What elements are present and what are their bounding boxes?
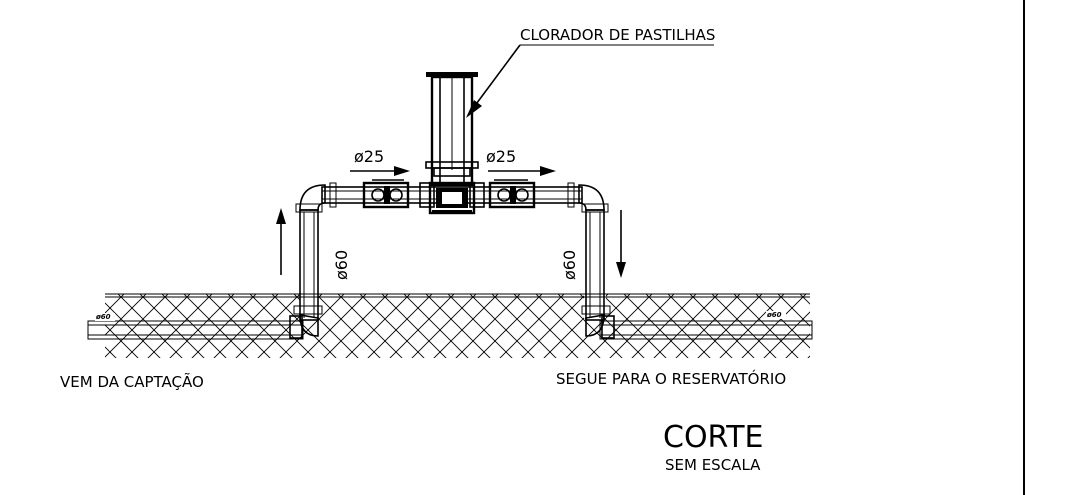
flow-arrow-outlet <box>488 166 556 176</box>
tee-fittings <box>419 182 485 208</box>
destination-label: SEGUE PARA O RESERVATÓRIO <box>556 369 786 388</box>
riser-right-diameter-label: ø60 <box>560 250 579 280</box>
chlorinator-leader <box>466 44 714 118</box>
valve-right <box>488 179 536 209</box>
outlet-diameter-label: ø25 <box>486 147 516 166</box>
inlet-diameter-label: ø25 <box>354 147 384 166</box>
buried-pipe-right: ø60 <box>599 311 813 340</box>
riser-right <box>578 184 615 339</box>
source-label: VEM DA CAPTAÇÃO <box>60 372 204 391</box>
chlorinator-label: CLORADOR DE PASTILHAS <box>520 26 715 44</box>
flow-arrow-up <box>276 208 286 275</box>
buried-pipe-right-label: ø60 <box>766 311 782 319</box>
flow-arrow-inlet <box>350 166 410 176</box>
buried-pipe-left: ø60 <box>87 313 304 340</box>
soil-hatch <box>105 293 810 358</box>
chlorinator <box>425 72 479 215</box>
buried-pipe-left-label: ø60 <box>95 313 111 321</box>
valve-left <box>362 179 410 209</box>
view-title: CORTE <box>663 420 764 455</box>
scale-note: SEM ESCALA <box>665 456 761 474</box>
flow-arrow-down <box>616 210 626 278</box>
riser-left-diameter-label: ø60 <box>332 250 351 280</box>
riser-left <box>289 184 326 339</box>
